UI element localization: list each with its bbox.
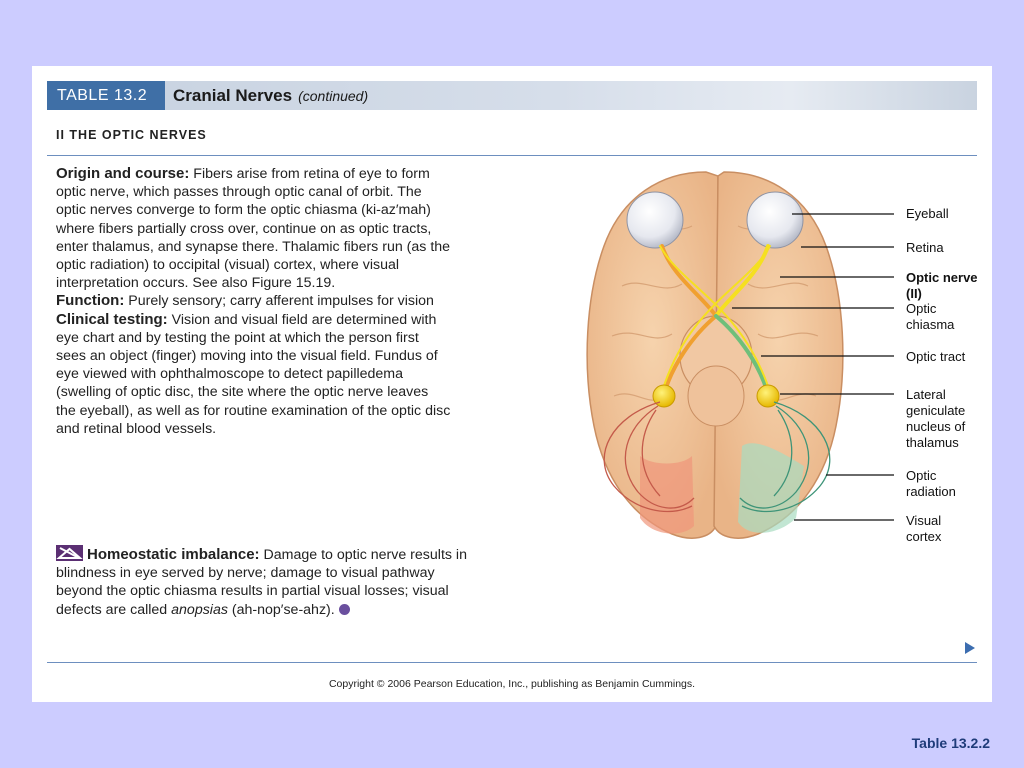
optic-radiation-label-line: radiation <box>906 484 956 499</box>
lgn-label-line: Lateral <box>906 387 946 402</box>
left-hemisphere <box>586 171 719 539</box>
homeostatic-text: Damage to optic nerve results in blindne… <box>56 547 467 618</box>
eyeball-label: Eyeball <box>906 206 949 221</box>
optic-tract-label: Optic tract <box>906 349 966 364</box>
optic-radiation-lines <box>603 401 831 513</box>
left-lgn <box>652 384 676 408</box>
clinical-text: Vision and visual field are determined w… <box>56 311 451 437</box>
origin-term: Origin and course: <box>56 165 190 182</box>
origin-paragraph: Origin and course: Fibers arise from ret… <box>56 165 451 292</box>
lgn-label: Lateral geniculate nucleus of thalamus <box>906 387 965 451</box>
optic-radiation-label: Optic radiation <box>906 468 956 500</box>
right-eyeball <box>746 191 804 249</box>
table-title: Cranial Nerves (continued) <box>173 81 368 111</box>
homeostatic-imbalance: Homeostatic imbalance: Damage to optic n… <box>56 545 476 619</box>
origin-text: Fibers arise from retina of eye to form … <box>56 166 451 292</box>
anopsias-term: anopsias <box>171 601 228 618</box>
clinical-paragraph: Clinical testing: Vision and visual fiel… <box>56 311 451 438</box>
footer-divider <box>47 662 977 663</box>
right-lgn <box>756 384 780 408</box>
table-number: TABLE 13.2 <box>47 81 165 110</box>
homeostatic-term: Homeostatic imbalance: <box>87 546 260 563</box>
copyright-notice: Copyright © 2006 Pearson Education, Inc.… <box>328 678 696 690</box>
visual-cortex-label-line: Visual <box>906 513 942 528</box>
section-divider <box>47 155 977 156</box>
table-header-bar: TABLE 13.2 Cranial Nerves (continued) <box>47 81 977 110</box>
table-title-text: Cranial Nerves <box>173 86 293 105</box>
retina-label: Retina <box>906 240 944 255</box>
homeostatic-imbalance-icon <box>56 545 83 561</box>
slide-footer: Table 13.2.2 <box>911 735 990 751</box>
end-of-section-icon <box>338 603 350 615</box>
visual-cortex-label-line: cortex <box>906 529 942 544</box>
next-page-arrow-icon[interactable] <box>965 642 975 654</box>
optic-nerve-label: Optic nerve (II) <box>906 270 978 301</box>
optic-pathway-figure: Eyeball Retina Optic nerve (II) Optic ch… <box>542 166 982 556</box>
function-term: Function: <box>56 292 125 310</box>
lgn-label-line: nucleus of <box>906 419 966 434</box>
function-paragraph: Function: Purely sensory; carry afferent… <box>56 292 451 310</box>
optic-chiasma-label: Optic chiasma <box>906 301 955 332</box>
lgn-label-line: thalamus <box>906 435 959 450</box>
visual-cortex-label: Visual cortex <box>906 513 941 545</box>
function-text: Purely sensory; carry afferent impulses … <box>124 293 434 310</box>
label-leader-lines <box>732 213 894 521</box>
left-eyeball <box>626 191 684 249</box>
visual-cortex-left <box>640 456 694 534</box>
lgn-label-line: geniculate <box>906 403 966 418</box>
slide-page: TABLE 13.2 Cranial Nerves (continued) II … <box>32 66 992 702</box>
nerve-description: Origin and course: Fibers arise from ret… <box>56 165 451 438</box>
section-heading: II THE OPTIC NERVES <box>56 128 207 142</box>
optic-radiation-label-line: Optic <box>906 468 937 483</box>
homeostatic-text-end: (ah-nop′se-ahz). <box>227 601 335 618</box>
brain-illustration <box>586 171 894 539</box>
clinical-term: Clinical testing: <box>56 310 168 328</box>
table-title-continued: (continued) <box>298 88 369 104</box>
